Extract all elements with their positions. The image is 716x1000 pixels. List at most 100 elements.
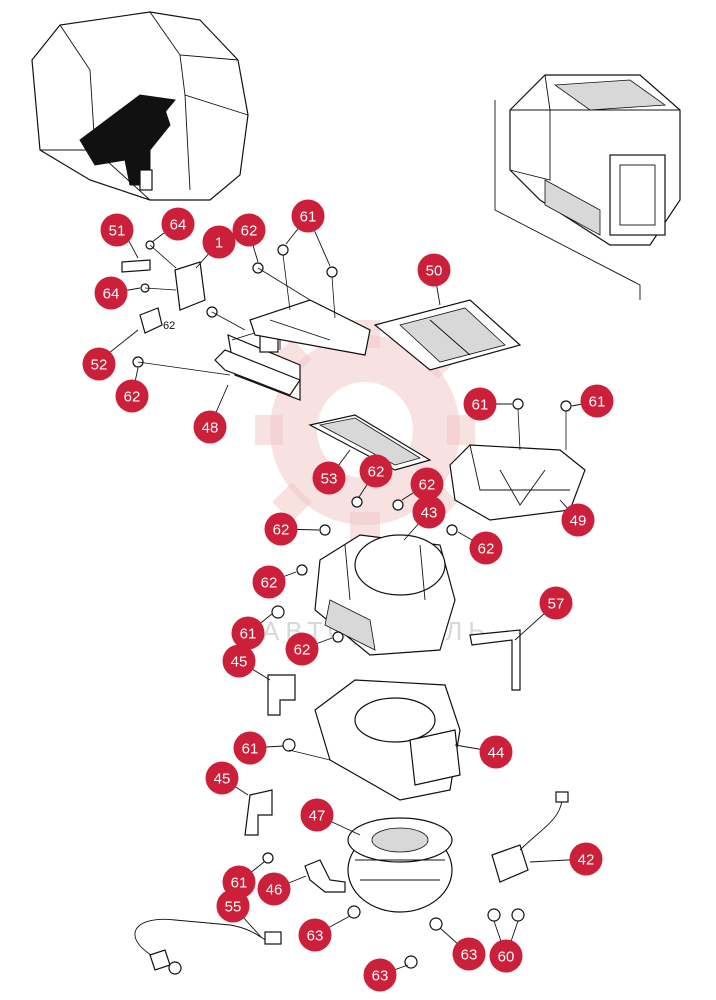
callout-marker bbox=[202, 225, 236, 259]
callout-marker bbox=[257, 872, 291, 906]
callout-number: 61 bbox=[589, 394, 606, 411]
callout-45b: 45 bbox=[205, 761, 239, 795]
callout-62g: 62 bbox=[252, 565, 286, 599]
callout-number: 44 bbox=[488, 745, 505, 762]
callout-55: 55 bbox=[216, 889, 250, 923]
callout-marker bbox=[452, 937, 486, 971]
filter-part-53 bbox=[308, 414, 432, 471]
callout-number: 62 bbox=[419, 477, 436, 494]
callout-number: 61 bbox=[242, 741, 259, 758]
callout-marker bbox=[82, 347, 116, 381]
hvac-inset bbox=[494, 74, 681, 300]
callout-number: 50 bbox=[426, 263, 443, 280]
callout-marker bbox=[161, 207, 195, 241]
callout-marker bbox=[216, 889, 250, 923]
callout-marker bbox=[580, 384, 614, 418]
callout-number: 63 bbox=[372, 968, 389, 985]
callout-marker bbox=[252, 565, 286, 599]
callout-number: 46 bbox=[266, 882, 283, 899]
callout-number: 52 bbox=[91, 357, 108, 374]
callout-number: 63 bbox=[307, 928, 324, 945]
cab-overview bbox=[31, 11, 249, 201]
callout-62b: 62 bbox=[115, 379, 149, 413]
callout-marker bbox=[193, 410, 227, 444]
callout-number: 62 bbox=[241, 223, 258, 240]
callout-number: 62 bbox=[273, 522, 290, 539]
callout-marker bbox=[231, 616, 265, 650]
callout-62h: 62 bbox=[285, 632, 319, 666]
actuator-group bbox=[121, 240, 311, 376]
callout-marker bbox=[100, 213, 134, 247]
callout-63b: 63 bbox=[452, 937, 486, 971]
callout-61d: 61 bbox=[231, 616, 265, 650]
upper-housing bbox=[249, 244, 371, 356]
callout-number: 64 bbox=[103, 286, 120, 303]
callout-52: 52 bbox=[82, 347, 116, 381]
callout-64b: 64 bbox=[94, 276, 128, 310]
callout-62c: 62 bbox=[359, 454, 393, 488]
callout-61e: 61 bbox=[233, 731, 267, 765]
callout-number: 45 bbox=[214, 771, 231, 788]
callout-marker bbox=[539, 586, 573, 620]
callout-61c: 61 bbox=[580, 384, 614, 418]
callout-marker bbox=[285, 632, 319, 666]
callout-marker bbox=[463, 387, 497, 421]
callout-number: 63 bbox=[461, 947, 478, 964]
bracket-part-45-lower bbox=[244, 789, 273, 836]
blower-motor-part-47 bbox=[347, 817, 453, 913]
callout-marker bbox=[298, 918, 332, 952]
callout-marker bbox=[561, 503, 595, 537]
callout-number: 62 bbox=[261, 575, 278, 592]
callout-number: 1 bbox=[215, 235, 223, 252]
callout-46: 46 bbox=[257, 872, 291, 906]
bracket-part-45-upper bbox=[267, 674, 296, 716]
callout-marker bbox=[489, 939, 523, 973]
callout-number: 61 bbox=[472, 397, 489, 414]
callout-marker bbox=[363, 958, 397, 992]
callout-marker bbox=[479, 735, 513, 769]
callout-number: 57 bbox=[548, 596, 565, 613]
callout-number: 48 bbox=[202, 420, 219, 437]
gasket-part-57 bbox=[469, 629, 521, 691]
callout-64a: 64 bbox=[161, 207, 195, 241]
callout-marker bbox=[232, 213, 266, 247]
callout-number: 45 bbox=[231, 654, 248, 671]
callout-marker bbox=[417, 253, 451, 287]
callout-49: 49 bbox=[561, 503, 595, 537]
callout-marker bbox=[222, 644, 256, 678]
callout-number: 62 bbox=[478, 541, 495, 558]
callout-number: 61 bbox=[231, 875, 248, 892]
connector-part-46 bbox=[304, 859, 346, 893]
callout-number: 62 bbox=[368, 464, 385, 481]
callout-marker bbox=[412, 495, 446, 529]
callout-63c: 63 bbox=[363, 958, 397, 992]
callout-47: 47 bbox=[300, 798, 334, 832]
callout-number: 49 bbox=[570, 513, 587, 530]
callout-44: 44 bbox=[479, 735, 513, 769]
callout-51: 51 bbox=[100, 213, 134, 247]
callout-marker bbox=[205, 761, 239, 795]
callout-61a: 61 bbox=[291, 199, 325, 233]
callout-marker bbox=[359, 454, 393, 488]
callout-50: 50 bbox=[417, 253, 451, 287]
callout-number: 55 bbox=[225, 899, 242, 916]
callout-number: 53 bbox=[321, 471, 338, 488]
callout-number: 61 bbox=[240, 626, 257, 643]
callout-marker bbox=[264, 512, 298, 546]
callout-marker bbox=[291, 199, 325, 233]
callout-number: 62 bbox=[124, 389, 141, 406]
callout-45a: 45 bbox=[222, 644, 256, 678]
callout-63a: 63 bbox=[298, 918, 332, 952]
callout-marker bbox=[94, 276, 128, 310]
sensor-cable-part-55 bbox=[134, 918, 282, 975]
callout-60: 60 bbox=[489, 939, 523, 973]
callout-marker bbox=[115, 379, 149, 413]
resistor-part-42 bbox=[491, 791, 569, 883]
callout-62a: 62 bbox=[232, 213, 266, 247]
callout-number: 62 bbox=[294, 642, 311, 659]
callout-1: 1 bbox=[202, 225, 236, 259]
callout-marker bbox=[233, 731, 267, 765]
callout-number: 51 bbox=[109, 223, 126, 240]
inline-label-62: 62 bbox=[163, 320, 175, 332]
